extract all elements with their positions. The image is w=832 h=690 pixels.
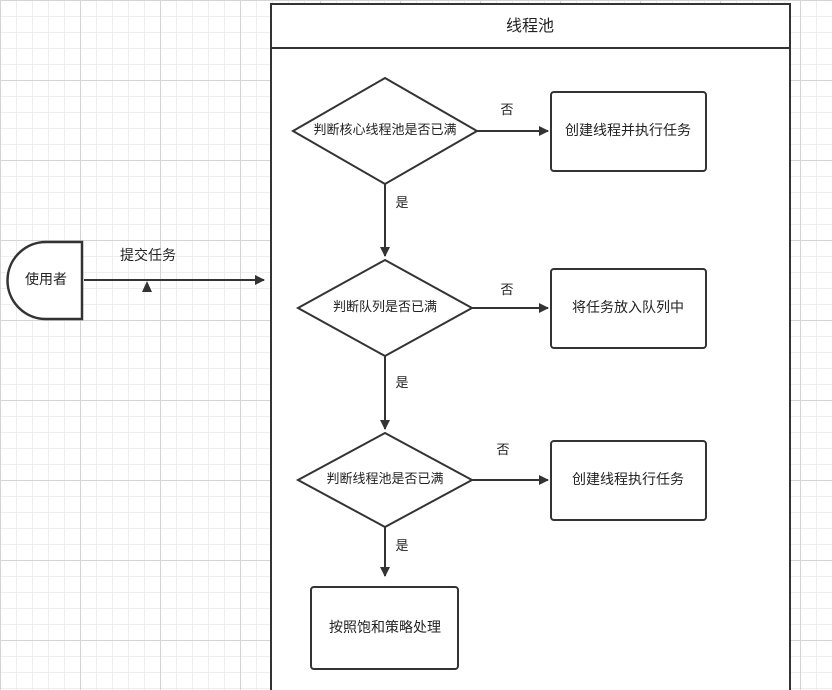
decision-1-label: 判断核心线程池是否已满 xyxy=(313,123,457,138)
decision-3-no-label: 否 xyxy=(496,443,510,458)
submit-arrow-cursor-marker xyxy=(142,281,152,292)
action-create-thread-execute[interactable] xyxy=(550,440,707,521)
decision-2-label: 判断队列是否已满 xyxy=(332,300,438,315)
action-3-label: 创建线程执行任务 xyxy=(572,472,684,488)
action-2-label: 将任务放入队列中 xyxy=(572,300,684,316)
thread-pool-title: 线程池 xyxy=(505,16,555,35)
decision-3-yes-label: 是 xyxy=(395,539,409,554)
user-shape[interactable] xyxy=(6,240,84,321)
decision-2-no-label: 否 xyxy=(500,283,514,298)
final-action-label: 按照饱和策略处理 xyxy=(329,620,441,636)
action-create-thread-and-execute[interactable] xyxy=(550,91,707,172)
decision-1-yes-label: 是 xyxy=(395,196,409,211)
submit-task-label: 提交任务 xyxy=(120,248,176,264)
action-1-label: 创建线程并执行任务 xyxy=(565,123,691,139)
user-label: 使用者 xyxy=(25,272,67,288)
action-saturation-policy[interactable] xyxy=(310,586,459,670)
action-put-task-in-queue[interactable] xyxy=(550,268,707,349)
decision-2-yes-label: 是 xyxy=(395,376,409,391)
decision-3-label: 判断线程池是否已满 xyxy=(326,472,444,487)
decision-1-no-label: 否 xyxy=(500,103,514,118)
